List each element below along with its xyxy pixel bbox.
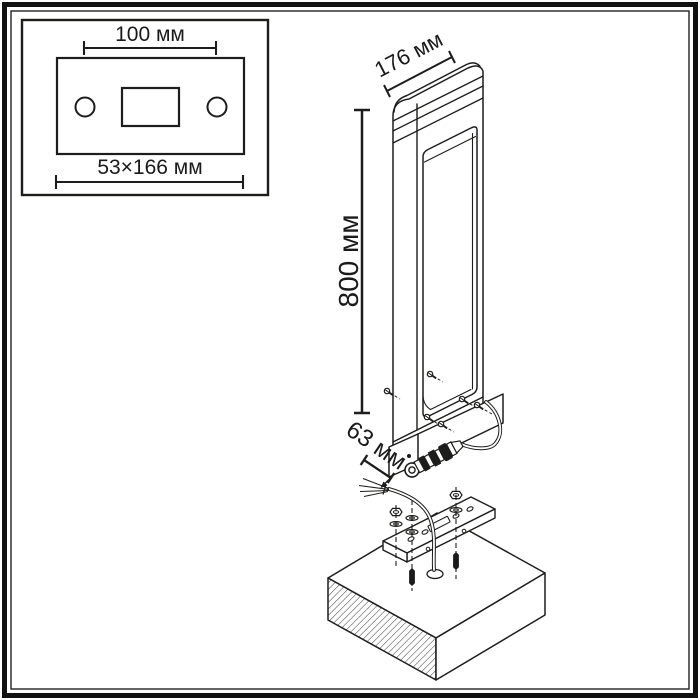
fixing-screw xyxy=(383,387,395,397)
inner-frame-border xyxy=(10,10,690,690)
bollard-luminaire xyxy=(388,62,504,478)
opening-inner-top-edge xyxy=(423,135,477,163)
wire-pointer-arrow xyxy=(380,477,392,488)
bollard-outline xyxy=(392,65,484,443)
connector-ring-dark xyxy=(418,455,431,472)
supply-wires xyxy=(358,478,390,497)
connector-ring xyxy=(433,448,446,463)
mounting-bracket xyxy=(382,496,496,563)
supply-cable-core xyxy=(388,488,435,571)
mounting-hole-right xyxy=(206,96,228,118)
bracket-hole xyxy=(421,529,429,535)
mounting-plate-front-view xyxy=(55,56,246,156)
connector-taper xyxy=(450,440,464,455)
arrowhead xyxy=(380,481,388,488)
detail-inset: 100 мм 53×166 мм xyxy=(20,18,270,197)
cap-tangent-line xyxy=(392,75,484,122)
connector-end-hole xyxy=(408,466,416,474)
bracket-end-face xyxy=(382,540,408,563)
fastener-centerlines xyxy=(395,487,457,591)
connector-body-dark xyxy=(438,443,453,462)
cable-connector xyxy=(404,440,464,478)
base-screw-hole xyxy=(407,454,411,458)
height-dimension-label: 800 мм xyxy=(333,215,364,308)
height-dimension: 800 мм xyxy=(333,108,370,415)
width-dimension-label: 176 мм xyxy=(370,26,446,82)
plate-size-dimension-line xyxy=(54,175,245,189)
light-band-bottom xyxy=(392,97,484,144)
concrete-foundation xyxy=(327,512,546,681)
bollard-cap-top-face xyxy=(393,62,481,113)
fixing-screws xyxy=(383,370,493,433)
connector-ring xyxy=(423,453,436,469)
hole-spacing-dimension-label: 100 мм xyxy=(115,23,185,46)
light-band-top xyxy=(392,85,484,132)
hole-spacing-dimension-line xyxy=(82,41,218,55)
plate-size-dimension-label: 53×166 мм xyxy=(97,156,202,179)
foundation-right-face xyxy=(435,572,546,681)
luminaire-cable-core xyxy=(460,401,502,450)
bracket-hole xyxy=(466,506,474,512)
bracket-flange-hole xyxy=(461,528,467,534)
mounting-hole-left xyxy=(74,96,96,118)
cables xyxy=(387,400,503,572)
connector-ring-dark xyxy=(427,449,442,467)
bracket-flange-hole xyxy=(425,546,431,552)
opening-inner-bottom xyxy=(422,388,472,411)
cable-window xyxy=(120,86,181,128)
